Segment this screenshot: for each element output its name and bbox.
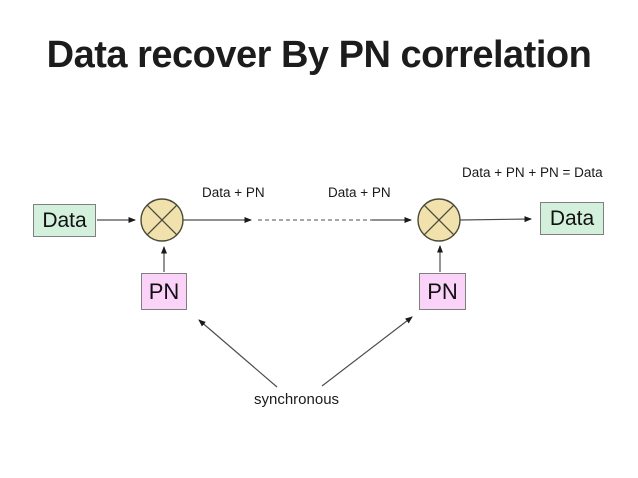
data-source-label: Data [42, 208, 87, 232]
data-recovered-label: Data [549, 206, 595, 230]
signal-label-right: Data + PN [328, 185, 391, 200]
arrow-right-mixer-to-data [459, 216, 532, 223]
arrow-sync-to-pn-left [198, 319, 278, 388]
synchronous-label: synchronous [254, 391, 340, 408]
signal-label-left: Data + PN [202, 185, 265, 200]
pn-left-label: PN [148, 278, 180, 304]
mixer-left-icon [140, 198, 184, 242]
equation-label: Data + PN + PN = Data [462, 165, 603, 180]
arrow-sync-to-pn-right [321, 316, 413, 387]
data-recovered-box: Data [540, 202, 604, 235]
data-source-box: Data [33, 204, 96, 237]
slide-title: Data recover By PN correlation [46, 34, 592, 76]
pn-generator-right-box: PN [419, 273, 466, 310]
pn-generator-left-box: PN [141, 273, 187, 310]
mixer-right-icon [417, 198, 461, 242]
pn-right-label: PN [427, 278, 458, 304]
